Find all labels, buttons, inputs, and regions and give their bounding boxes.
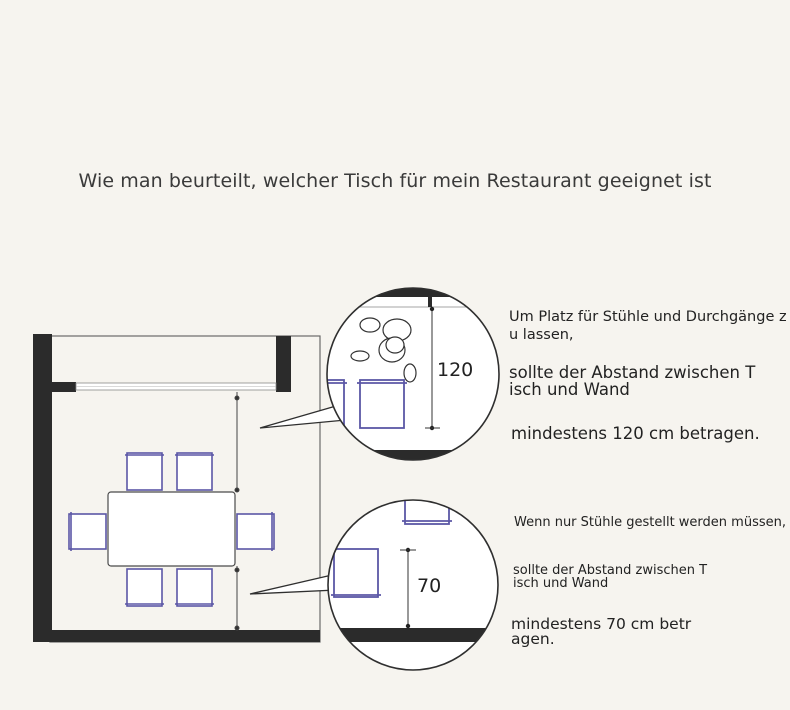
- wall-pillar-right: [276, 336, 291, 392]
- dining-table-set: [68, 452, 275, 607]
- chair: [236, 513, 275, 550]
- left-wall: [33, 334, 52, 642]
- note-bottom-distance: sollte der Abstand zwischen T isch und W…: [513, 563, 708, 591]
- dimension-label-bottom: 70: [417, 575, 441, 597]
- note-bottom-intro: Wenn nur Stühle gestellt werden müssen,: [514, 515, 786, 530]
- dimension-label-top: 120: [437, 359, 473, 381]
- note-top-distance: sollte der Abstand zwischen T isch und W…: [509, 363, 756, 399]
- chair: [68, 513, 107, 550]
- note-bottom-minimum: mindestens 70 cm betr agen.: [511, 615, 692, 648]
- callout-pointer-bottom: [249, 574, 337, 595]
- person-icon: [350, 317, 417, 383]
- room-plan: [33, 334, 321, 643]
- magnifier-bottom: 70: [327, 499, 499, 671]
- note-top-minimum: mindestens 120 cm betragen.: [511, 424, 760, 443]
- note-top-intro: Um Platz für Stühle und Durchgänge z u l…: [509, 309, 787, 343]
- callout-pointer-top: [259, 405, 348, 429]
- chair: [176, 568, 213, 607]
- table: [107, 491, 236, 567]
- chair: [126, 568, 163, 607]
- chair: [126, 452, 163, 491]
- bottom-wall: [33, 630, 320, 642]
- plan-dimension-lines: [234, 392, 240, 631]
- chair: [176, 452, 213, 491]
- magnifier-top: 120: [326, 287, 500, 461]
- wall-stub-left: [52, 382, 76, 392]
- page-title: Wie man beurteilt, welcher Tisch für mei…: [78, 170, 712, 192]
